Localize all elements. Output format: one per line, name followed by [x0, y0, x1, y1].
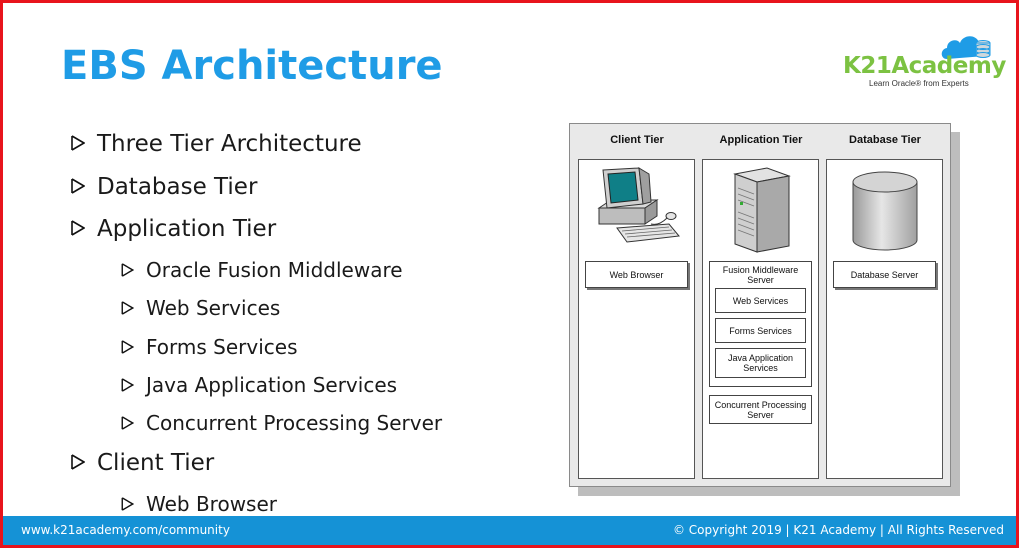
arrow-bullet-icon [121, 335, 135, 359]
database-cylinder-icon [852, 171, 918, 251]
footer-copyright: © Copyright 2019 | K21 Academy | All Rig… [672, 523, 1004, 537]
bullet-item: Three Tier Architecture [71, 131, 362, 157]
database-tier-header: Database Tier [849, 134, 921, 146]
java-application-services-box: Java Application Services [715, 348, 806, 378]
arrow-bullet-icon [71, 450, 86, 476]
page-title: EBS Architecture [61, 43, 443, 89]
client-tier-box: Web Browser [578, 159, 695, 479]
logo-wordmark: K21Academy [843, 53, 1006, 79]
concurrent-processing-server-label: Concurrent Processing Server [714, 399, 807, 420]
client-tier-header: Client Tier [610, 134, 664, 146]
bullet-text: Oracle Fusion Middleware [146, 258, 403, 282]
arrow-bullet-icon [121, 296, 135, 320]
bullet-text: Java Application Services [146, 373, 398, 397]
arrow-bullet-icon [121, 258, 135, 282]
bullet-item: Application Tier [71, 216, 276, 242]
architecture-diagram: Client Tier Application Tier Database Ti… [569, 123, 951, 487]
web-browser-box: Web Browser [585, 261, 688, 288]
bullet-item: Forms Services [121, 335, 298, 359]
footer-bar: www.k21academy.com/community © Copyright… [3, 516, 1016, 545]
database-tier-box: Database Server [826, 159, 943, 479]
web-services-box: Web Services [715, 288, 806, 313]
arrow-bullet-icon [71, 216, 86, 242]
application-tier-header: Application Tier [719, 134, 803, 146]
application-tier-box: Fusion Middleware Server Web Services Fo… [702, 159, 819, 479]
arrow-bullet-icon [71, 131, 86, 157]
logo-tagline: Learn Oracle® from Experts [869, 79, 969, 88]
bullet-text: Client Tier [97, 450, 215, 476]
bullet-text: Application Tier [97, 216, 277, 242]
bullet-item: Oracle Fusion Middleware [121, 258, 403, 282]
arrow-bullet-icon [121, 492, 135, 516]
bullet-text: Database Tier [97, 174, 258, 200]
desktop-computer-icon [597, 167, 680, 243]
bullet-text: Web Browser [146, 492, 278, 516]
bullet-item: Concurrent Processing Server [121, 411, 442, 435]
bullet-item: Web Services [121, 296, 280, 320]
k21academy-logo: K21Academy Learn Oracle® from Experts [839, 29, 1006, 93]
concurrent-processing-server-box: Concurrent Processing Server [709, 395, 812, 424]
bullet-text: Three Tier Architecture [97, 131, 362, 157]
arrow-bullet-icon [71, 174, 86, 200]
java-application-services-label: Java Application Services [727, 353, 794, 373]
bullet-item: Client Tier [71, 450, 214, 476]
bullet-item: Database Tier [71, 174, 257, 200]
bullet-text: Web Services [146, 296, 281, 320]
bullet-text: Forms Services [146, 335, 298, 359]
bullet-item: Web Browser [121, 492, 277, 516]
forms-services-box: Forms Services [715, 318, 806, 343]
footer-url: www.k21academy.com/community [21, 523, 230, 537]
arrow-bullet-icon [121, 373, 135, 397]
bullet-text: Concurrent Processing Server [146, 411, 443, 435]
bullet-item: Java Application Services [121, 373, 397, 397]
server-tower-icon [733, 167, 791, 253]
arrow-bullet-icon [121, 411, 135, 435]
fusion-middleware-server-label: Fusion Middleware Server [722, 265, 799, 285]
cloud-database-icon [941, 36, 991, 59]
database-server-box: Database Server [833, 261, 936, 288]
